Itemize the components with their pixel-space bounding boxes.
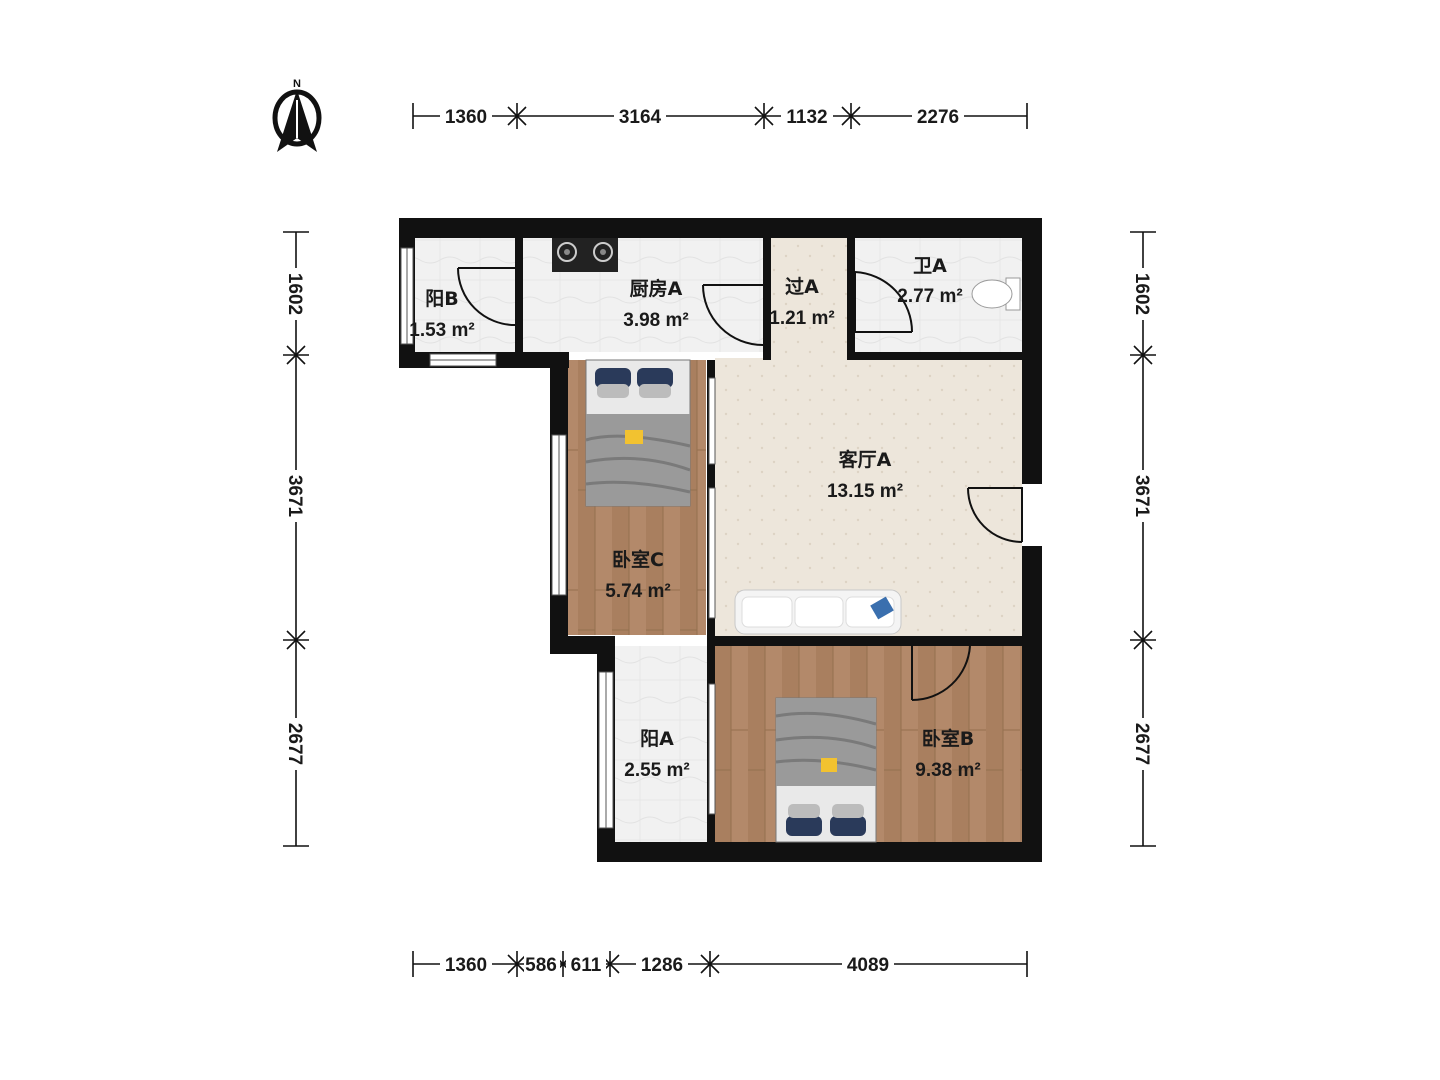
toilet-icon bbox=[971, 277, 1021, 311]
room-area: 1.21 m² bbox=[769, 308, 834, 329]
room-area: 13.15 m² bbox=[827, 481, 903, 502]
dimension-labels-top: 1360 3164 1132 2276 bbox=[440, 104, 964, 128]
room-name: 阳B bbox=[425, 288, 458, 310]
room-area: 9.38 m² bbox=[915, 760, 980, 781]
room-name: 厨房A bbox=[630, 277, 683, 300]
room-name: 卧室B bbox=[922, 727, 974, 750]
dimension-labels-left: 1602 3671 2677 bbox=[284, 268, 308, 770]
dimension-label: 2677 bbox=[284, 723, 305, 765]
dimension-label: 1360 bbox=[445, 955, 487, 976]
room-labels: 阳B 1.53 m² 厨房A 3.98 m² 过A 1.21 m² 卫A 2.7… bbox=[409, 255, 980, 781]
dimension-label: 1602 bbox=[284, 273, 305, 315]
dimension-label: 1602 bbox=[1131, 273, 1152, 315]
dimension-label: 4089 bbox=[847, 955, 889, 976]
dimension-label: 3164 bbox=[619, 107, 662, 128]
dimension-label: 1360 bbox=[445, 107, 487, 128]
dimension-label: 3671 bbox=[284, 475, 305, 518]
dimension-label: 586 bbox=[525, 955, 557, 976]
dimension-label: 1132 bbox=[786, 107, 827, 128]
room-area: 5.74 m² bbox=[605, 581, 670, 602]
room-name: 卫A bbox=[913, 255, 947, 277]
dimension-labels-bottom: 1360 586 611 1286 4089 bbox=[440, 952, 894, 976]
bed-icon bbox=[585, 359, 691, 507]
room-name: 客厅A bbox=[839, 448, 892, 471]
room-name: 卧室C bbox=[612, 548, 664, 571]
room-name: 过A bbox=[785, 276, 819, 298]
room-name: 阳A bbox=[640, 728, 674, 750]
dimension-label: 3671 bbox=[1131, 475, 1152, 518]
room-area: 3.98 m² bbox=[623, 310, 688, 331]
stove-icon bbox=[552, 238, 618, 272]
doors bbox=[457, 267, 1023, 702]
svg-text:N: N bbox=[293, 78, 301, 90]
dimension-label: 1286 bbox=[641, 955, 683, 976]
dimension-label: 2677 bbox=[1131, 723, 1152, 765]
north-compass-icon: N bbox=[272, 78, 322, 152]
room-area: 2.77 m² bbox=[897, 286, 962, 307]
dimension-label: 2276 bbox=[917, 107, 959, 128]
windows bbox=[400, 247, 716, 829]
room-area: 1.53 m² bbox=[409, 320, 474, 341]
floor-hallway bbox=[767, 238, 847, 362]
floor-balcony-a bbox=[615, 646, 707, 842]
room-area: 2.55 m² bbox=[624, 760, 689, 781]
bed-icon bbox=[775, 697, 877, 843]
dimension-labels-right: 1602 3671 2677 bbox=[1131, 268, 1155, 770]
sofa-icon bbox=[734, 589, 902, 635]
dimension-label: 611 bbox=[571, 955, 602, 976]
